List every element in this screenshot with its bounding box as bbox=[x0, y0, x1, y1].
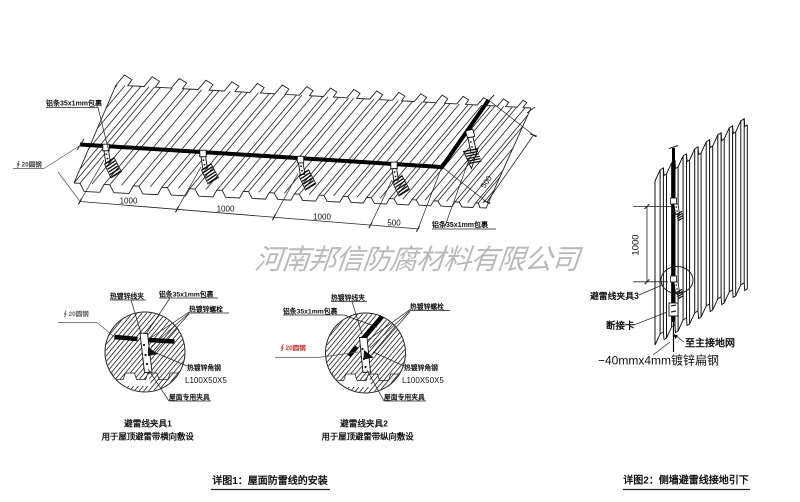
svg-text:热镀锌线夹: 热镀锌线夹 bbox=[331, 293, 365, 302]
svg-text:详图1：屋面防雷线的安装: 详图1：屋面防雷线的安装 bbox=[212, 474, 328, 487]
svg-text:热镀锌角钢: 热镀锌角钢 bbox=[404, 363, 438, 372]
svg-text:屋面专用夹具: 屋面专用夹具 bbox=[169, 393, 210, 402]
svg-text:河南邦信防腐材料有限公司: 河南邦信防腐材料有限公司 bbox=[253, 244, 584, 275]
svg-text:热镀锌角钢: 热镀锌角钢 bbox=[187, 363, 221, 372]
svg-text:1000: 1000 bbox=[631, 234, 642, 255]
svg-text:用于屋顶避雷带纵向敷设: 用于屋顶避雷带纵向敷设 bbox=[321, 432, 415, 442]
svg-text:屋面专用夹具: 屋面专用夹具 bbox=[384, 393, 425, 402]
svg-text:L100X50X5: L100X50X5 bbox=[402, 376, 444, 385]
svg-text:热镀锌螺栓: 热镀锌螺栓 bbox=[189, 305, 223, 314]
svg-text:1000: 1000 bbox=[313, 212, 331, 221]
svg-text:铝条35x1mm包裹: 铝条35x1mm包裹 bbox=[283, 307, 338, 316]
svg-text:热镀锌螺栓: 热镀锌螺栓 bbox=[410, 302, 444, 311]
svg-text:1000: 1000 bbox=[217, 205, 235, 214]
svg-text:避雷线夹具2: 避雷线夹具2 bbox=[340, 418, 388, 429]
svg-text:∮20圆钢: ∮20圆钢 bbox=[279, 343, 306, 352]
svg-text:铝条35x1mm包裹: 铝条35x1mm包裹 bbox=[159, 290, 214, 299]
svg-text:避雷线夹具3: 避雷线夹具3 bbox=[589, 290, 639, 301]
svg-text:铝条35x1mm包裹: 铝条35x1mm包裹 bbox=[432, 220, 489, 229]
svg-text:500: 500 bbox=[387, 218, 401, 227]
svg-text:避雷线夹具1: 避雷线夹具1 bbox=[124, 418, 172, 429]
svg-text:1000: 1000 bbox=[120, 197, 138, 206]
svg-text:详图2：侧墙避雷线接地引下: 详图2：侧墙避雷线接地引下 bbox=[623, 474, 749, 487]
svg-text:热镀锌线夹: 热镀锌线夹 bbox=[110, 292, 144, 301]
svg-text:断接卡: 断接卡 bbox=[606, 320, 635, 332]
svg-text:至主接地网: 至主接地网 bbox=[685, 337, 735, 350]
svg-text:∮20圆钢: ∮20圆钢 bbox=[15, 160, 42, 169]
svg-text:铝条35x1mm包裹: 铝条35x1mm包裹 bbox=[46, 99, 103, 108]
svg-text:用于屋顶避雷带横向敷设: 用于屋顶避雷带横向敷设 bbox=[101, 432, 195, 442]
svg-text:L100X50X5: L100X50X5 bbox=[185, 376, 227, 385]
svg-text:∮20圆钢: ∮20圆钢 bbox=[62, 309, 89, 318]
svg-text:−40mmx4mm镀锌扁钢: −40mmx4mm镀锌扁钢 bbox=[598, 354, 719, 368]
